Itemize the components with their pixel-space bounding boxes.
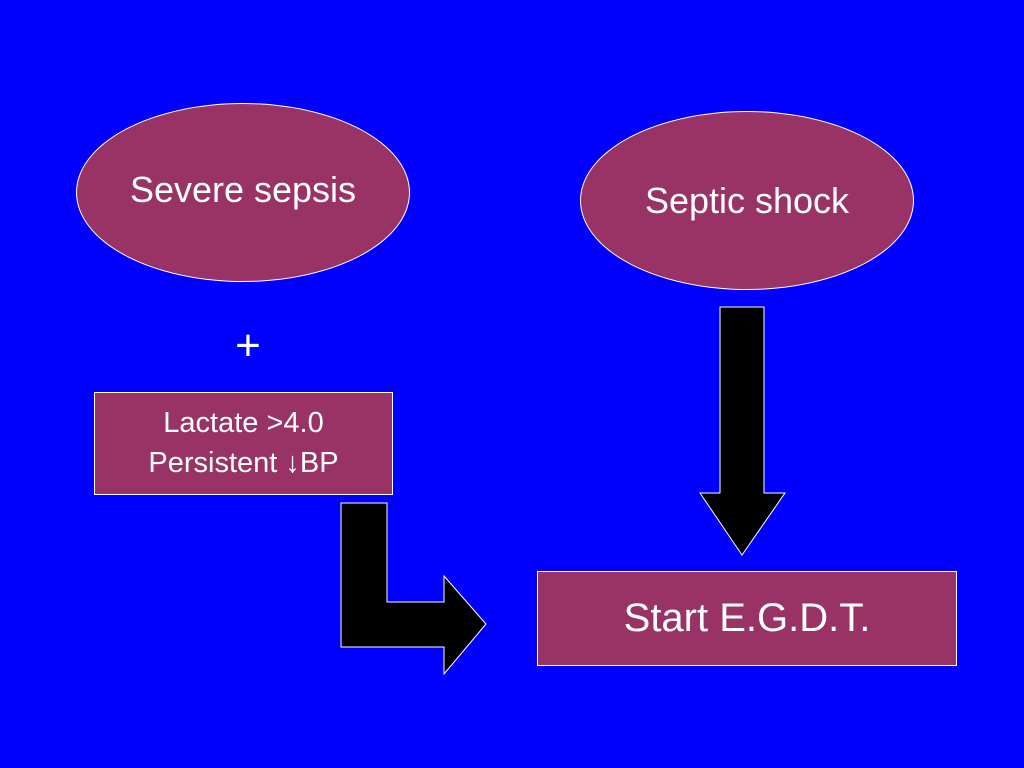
septic-shock-label: Septic shock: [644, 179, 850, 221]
severe-sepsis-node: Severe sepsis: [76, 103, 410, 282]
bent-arrow-lactate-to-egdt: [340, 502, 487, 676]
lactate-line-1: Lactate >4.0: [163, 407, 324, 440]
start-egdt-box: Start E.G.D.T.: [537, 571, 957, 666]
lactate-line-2: Persistent ↓BP: [148, 446, 339, 479]
start-egdt-label: Start E.G.D.T.: [623, 596, 871, 640]
down-arrow-septic-to-egdt: [699, 306, 786, 556]
lactate-criteria-box: Lactate >4.0 Persistent ↓BP: [94, 392, 393, 495]
septic-shock-node: Septic shock: [580, 111, 914, 290]
plus-operator: +: [235, 321, 261, 370]
severe-sepsis-label: Severe sepsis: [129, 168, 357, 210]
